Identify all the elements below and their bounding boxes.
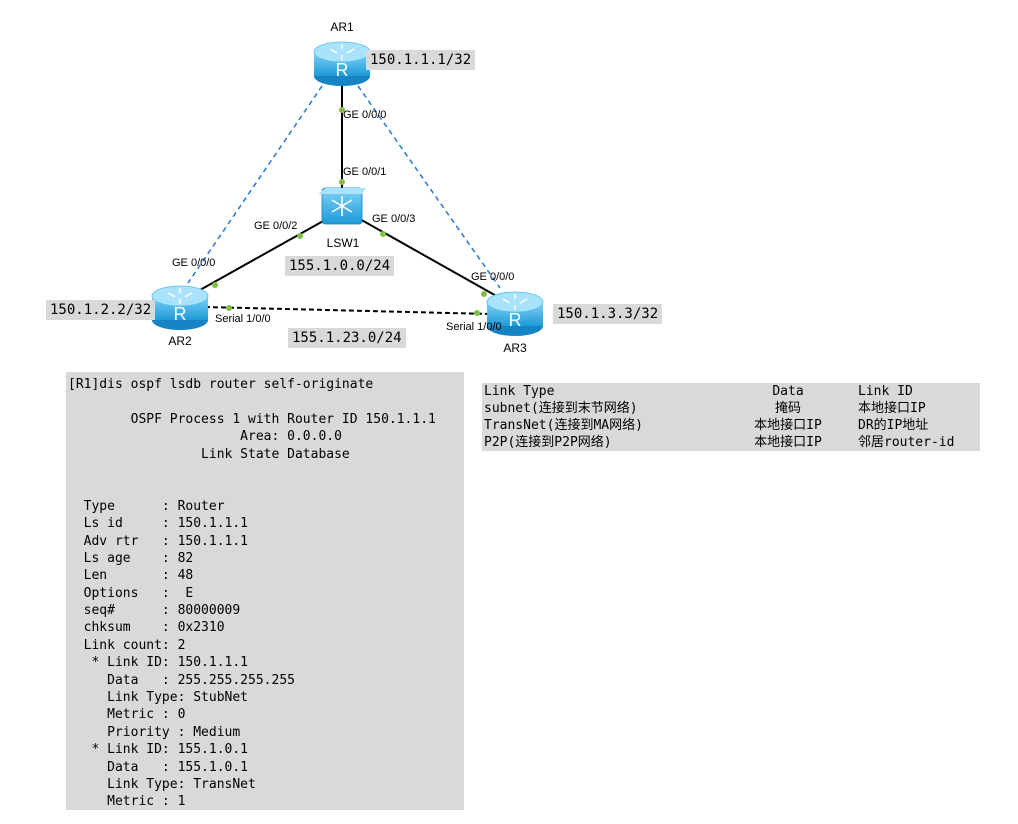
cli-line: Data : 155.1.0.1 — [68, 759, 249, 775]
cell-link-type: P2P(连接到P2P网络) — [484, 435, 612, 450]
router-ar3[interactable]: R — [486, 291, 544, 336]
cli-line — [66, 393, 464, 410]
router-icon: R — [174, 304, 187, 324]
lsw1-label: LSW1 — [327, 236, 360, 250]
port-dots — [212, 107, 487, 316]
router-ar1[interactable]: R — [313, 41, 371, 86]
port-label-ar3-ge000: GE 0/0/0 — [471, 271, 514, 283]
cell-link-type: TransNet(连接到MA网络) — [484, 418, 643, 433]
link-type-table: Link Type Data Link ID subnet(连接到末节网络) 掩… — [482, 383, 980, 451]
cli-line: * Link ID: 155.1.0.1 — [68, 742, 249, 758]
header-link-type: Link Type — [484, 384, 555, 399]
header-data: Data — [772, 384, 804, 399]
cli-line — [66, 480, 464, 497]
cli-line: Metric : 1 — [68, 794, 186, 810]
ar1-ar2-dashed-link — [187, 85, 323, 284]
table-row: subnet(连接到末节网络) 掩码 本地接口IP — [482, 400, 980, 417]
cell-link-id: 邻居router-id — [858, 435, 955, 450]
cli-line: Ls age : 82 — [68, 550, 194, 566]
cli-line: Metric : 0 — [68, 707, 186, 723]
cell-data: 本地接口IP — [754, 418, 822, 433]
ma-network-address: 155.1.0.0/24 — [285, 256, 395, 276]
port-label-lsw-ge001: GE 0/0/1 — [343, 166, 386, 178]
cli-line: Data : 255.255.255.255 — [68, 672, 295, 688]
ar3-label: AR3 — [503, 341, 527, 355]
cell-link-id: 本地接口IP — [858, 401, 926, 416]
cli-line: Link count: 2 — [68, 637, 186, 653]
cli-line: seq# : 80000009 — [68, 603, 241, 619]
port-label-lsw-ge003: GE 0/0/3 — [372, 213, 415, 225]
switch-lsw1[interactable] — [318, 187, 366, 225]
cli-line: Link Type: TransNet — [68, 776, 256, 792]
ar1-loopback-address: 150.1.1.1/32 — [366, 50, 476, 70]
cli-line: Link State Database — [68, 446, 350, 462]
router-ar2[interactable]: R — [151, 285, 209, 330]
cli-line: [R1]dis ospf lsdb router self-originate — [68, 377, 374, 392]
cell-data: 本地接口IP — [754, 435, 822, 450]
router-icon: R — [509, 310, 522, 330]
cli-line: Ls id : 150.1.1.1 — [68, 516, 249, 532]
router-icon: R — [336, 60, 349, 80]
ar2-loopback-address: 150.1.2.2/32 — [46, 300, 156, 320]
cli-line — [66, 463, 464, 480]
ar3-loopback-address: 150.1.3.3/32 — [553, 304, 663, 324]
cli-line: Options : E — [68, 585, 194, 601]
cli-line: Len : 48 — [68, 568, 194, 584]
port-label-ar3-serial: Serial 1/0/0 — [446, 321, 502, 333]
table-row: P2P(连接到P2P网络) 本地接口IP 邻居router-id — [482, 434, 980, 451]
cli-line: * Link ID: 150.1.1.1 — [68, 655, 249, 671]
cli-line: Link Type: StubNet — [68, 690, 249, 706]
cli-line: Priority : Medium — [68, 724, 241, 740]
cli-output-panel: [R1]dis ospf lsdb router self-originate … — [66, 372, 464, 810]
cell-link-type: subnet(连接到末节网络) — [484, 401, 638, 416]
header-link-id: Link ID — [858, 384, 913, 399]
lsw1-ar2-link — [199, 219, 326, 291]
cli-line: Adv rtr : 150.1.1.1 — [68, 533, 249, 549]
table-row: TransNet(连接到MA网络) 本地接口IP DR的IP地址 — [482, 417, 980, 434]
network-topology-diagram: R R R AR1 LSW1 AR2 AR3 GE 0/0/0 GE 0/0/1… — [151, 20, 544, 355]
port-label-lsw-ge002: GE 0/0/2 — [254, 220, 297, 232]
cli-line: Type : Router — [68, 498, 225, 514]
table-header-row: Link Type Data Link ID — [482, 383, 980, 400]
serial-network-address: 155.1.23.0/24 — [288, 328, 406, 348]
cell-link-id: DR的IP地址 — [858, 418, 929, 433]
ar2-label: AR2 — [168, 334, 192, 348]
port-label-ar2-serial: Serial 1/0/0 — [215, 313, 271, 325]
port-label-ar2-ge000: GE 0/0/0 — [172, 257, 215, 269]
cell-data: 掩码 — [774, 401, 801, 416]
cli-line: Area: 0.0.0.0 — [68, 429, 342, 445]
switch-icon — [331, 196, 353, 216]
cli-line: chksum : 0x2310 — [68, 620, 225, 636]
ar1-label: AR1 — [330, 20, 354, 34]
port-label-ar1-ge000: GE 0/0/0 — [343, 109, 386, 121]
cli-line: OSPF Process 1 with Router ID 150.1.1.1 — [68, 411, 436, 427]
